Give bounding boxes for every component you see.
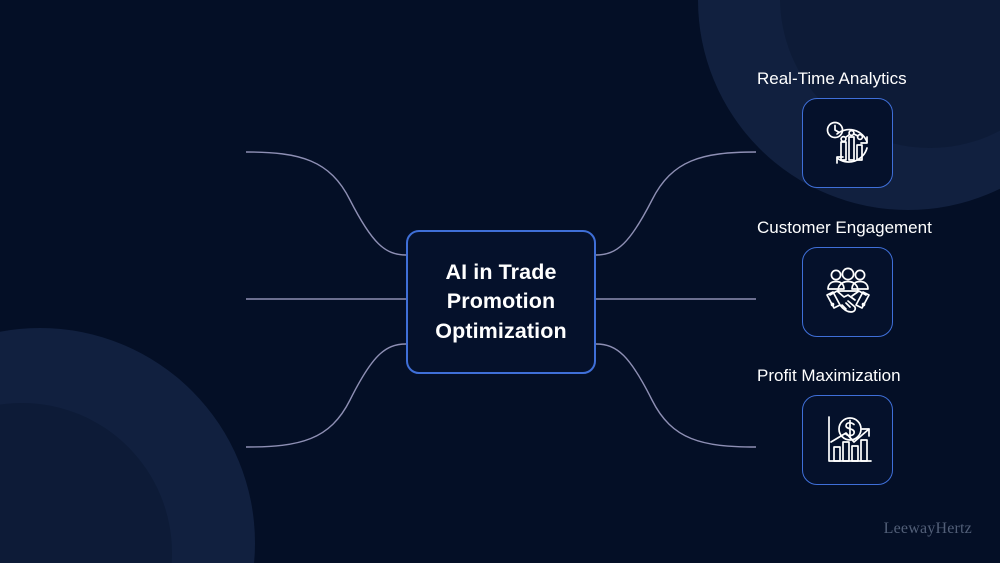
connector-realtime-analytics [595, 151, 757, 256]
center-node-title: AI in Trade Promotion Optimization [435, 260, 567, 343]
clock-refresh-chart-icon [826, 121, 868, 164]
branch-label-customer-engagement: Customer Engagement [757, 218, 932, 237]
watermark: LeewayHertz [883, 520, 972, 537]
people-handshake-icon [825, 267, 870, 313]
icon-tile-profit-maximization[interactable] [802, 395, 893, 485]
connector-profit-maximization [595, 343, 757, 448]
branch-label-realtime-analytics: Real-Time Analytics [757, 69, 907, 88]
icon-tile-realtime-analytics[interactable] [802, 98, 893, 188]
connector-demand-forecasting [245, 343, 407, 448]
branch-label-profit-maximization: Profit Maximization [757, 366, 901, 385]
center-node[interactable]: AI in Trade Promotion Optimization [406, 230, 596, 374]
bar-chart-dollar-arrow-icon [827, 416, 872, 462]
icon-tile-customer-engagement[interactable] [802, 247, 893, 337]
connector-data-insights [245, 151, 407, 256]
